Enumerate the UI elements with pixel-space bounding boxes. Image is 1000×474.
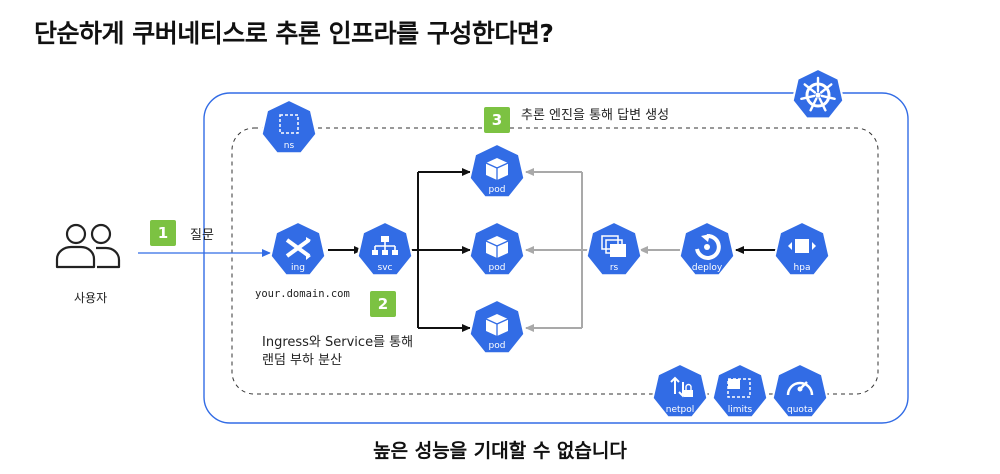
ns-node: ns	[260, 98, 318, 155]
quota-icon	[786, 381, 814, 396]
pod-icon	[485, 158, 509, 180]
replicaset-node: rs	[585, 220, 643, 277]
limits-node: limits	[711, 362, 769, 419]
hpa-node: hpa	[773, 220, 831, 277]
limits-label: limits	[728, 405, 753, 415]
domain-text: your.domain.com	[255, 288, 350, 300]
svc-pod-arrows	[407, 168, 471, 332]
step-1-badge: 1	[150, 220, 176, 246]
svc-label: svc	[378, 263, 393, 273]
pod-icon	[485, 314, 509, 336]
namespace-boundary	[231, 127, 879, 395]
quota-label: quota	[787, 405, 813, 415]
deploy-icon	[695, 233, 721, 260]
pod-label: pod	[489, 185, 506, 195]
quota-node: quota	[771, 362, 829, 419]
ns-label: ns	[284, 141, 295, 151]
page-title: 단순하게 쿠버네티스로 추론 인프라를 구성한다면?	[34, 19, 554, 48]
user-label: 사용자	[74, 291, 108, 305]
svc-icon	[372, 236, 398, 255]
ns-heptagon	[260, 98, 318, 155]
step-3-text: 추론 엔진을 통해 답변 생성	[521, 108, 670, 123]
pod-node-3: pod	[468, 298, 526, 355]
pod-node-1: pod	[468, 142, 526, 199]
kubernetes-logo-icon	[791, 67, 845, 120]
rs-pod-arrows	[525, 168, 590, 332]
footer-message: 높은 성능을 기대할 수 없습니다	[373, 440, 627, 462]
ing-label: ing	[291, 263, 305, 273]
pod-node-2: pod	[468, 220, 526, 277]
service-node: svc	[356, 220, 414, 277]
netpol-label: netpol	[666, 405, 695, 415]
hpa-label: hpa	[794, 263, 811, 273]
rs-icon	[601, 235, 626, 257]
rs-label: rs	[610, 263, 619, 273]
step-2-text: Ingress와 Service를 통해 랜덤 부하 분산	[262, 335, 414, 368]
user-icon	[55, 223, 121, 269]
cluster-boundary	[203, 92, 909, 424]
step-3-badge: 3	[484, 107, 510, 133]
netpol-icon	[670, 376, 693, 398]
ingress-node: ing	[269, 220, 327, 277]
ns-icon	[279, 114, 299, 134]
pod-label: pod	[489, 341, 506, 351]
step-2-badge: 2	[370, 291, 396, 317]
deployment-node: deploy	[678, 220, 736, 277]
deploy-label: deploy	[692, 263, 723, 273]
limits-icon	[727, 378, 751, 398]
pod-label: pod	[489, 263, 506, 273]
pod-icon	[485, 236, 509, 258]
netpol-node: netpol	[651, 362, 709, 419]
limits-heptagon	[711, 362, 769, 419]
step-1-text: 질문	[190, 228, 214, 243]
netpol-heptagon	[651, 362, 709, 419]
hpa-icon	[788, 239, 816, 253]
ing-icon	[285, 237, 311, 260]
